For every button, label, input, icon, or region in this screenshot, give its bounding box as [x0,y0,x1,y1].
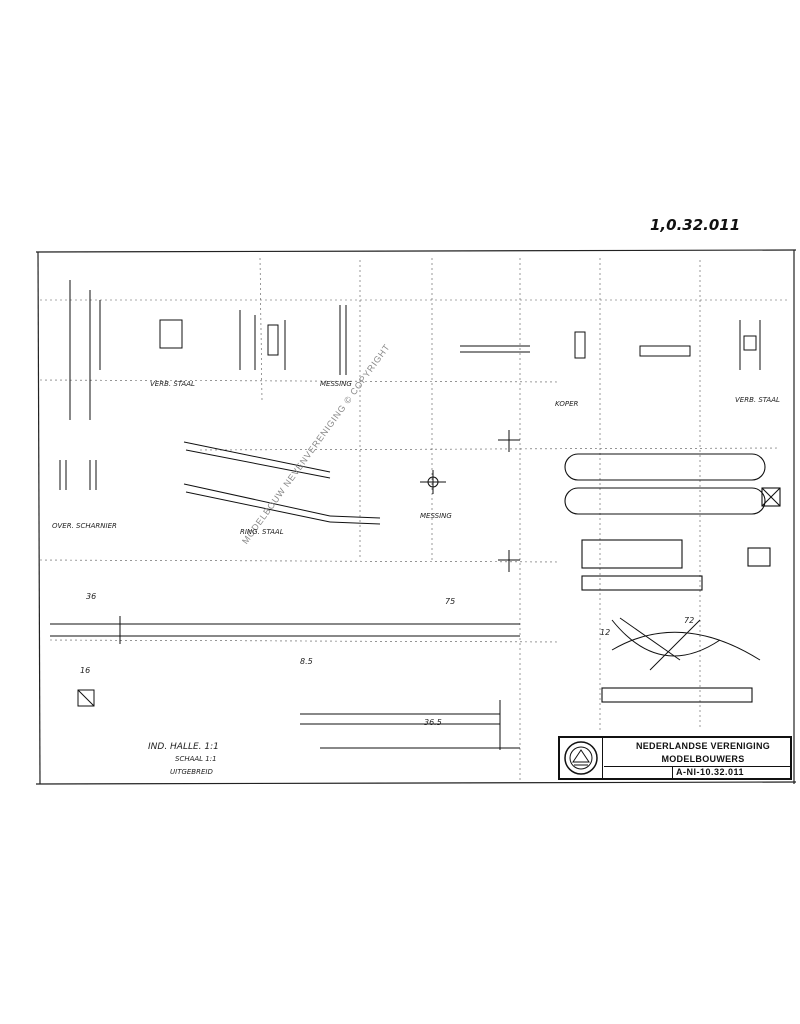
note-bottom-left-2: SCHAAL 1:1 [175,755,217,763]
dimension-label: 12 [600,628,611,637]
dimension-label: 72 [684,616,695,625]
crossed-arms [611,617,761,671]
dimension-label: 36.5 [424,718,442,727]
note-spring-clamp: VERB. STAAL [150,380,195,388]
note-keel-pin: KOPER [555,400,579,408]
note-stanchion: MESSING [320,380,352,388]
note-bottom-left-3: UITGEBREID [170,768,213,776]
dimension-label: 36 [86,592,97,601]
nvm-seal-icon [564,741,598,775]
centre-marks [420,430,520,572]
drawing-frame [35,249,797,785]
note-material-2: MESSING [420,512,452,520]
note-material-1: RING. STAAL [240,528,284,536]
title-block-organisation-line1: NEDERLANDSE VERENIGING [635,741,771,751]
dimension-label: 8.5 [300,657,313,666]
slotted-plates [564,453,781,703]
title-block-organisation-line2: MODELBOUWERS [661,754,745,764]
title-block: NEDERLANDSE VERENIGING MODELBOUWERS A-NI… [558,736,792,780]
note-plate: VERB. STAAL [735,396,780,404]
handwritten-sheet-number: 1,0.32.011 [650,216,741,234]
small-parts-row [69,280,761,420]
angled-rods [59,441,381,525]
long-shaft [50,616,520,750]
note-bottom-left-1: IND. HALLE. 1:1 [148,742,219,752]
detail-small-block [77,689,95,707]
title-block-drawing-number: A-NI-10.32.011 [676,767,745,777]
note-left: OVER. SCHARNIER [52,522,117,530]
dimension-label: 75 [445,597,456,606]
construction-lines [39,257,790,780]
dimension-label: 16 [80,666,91,675]
